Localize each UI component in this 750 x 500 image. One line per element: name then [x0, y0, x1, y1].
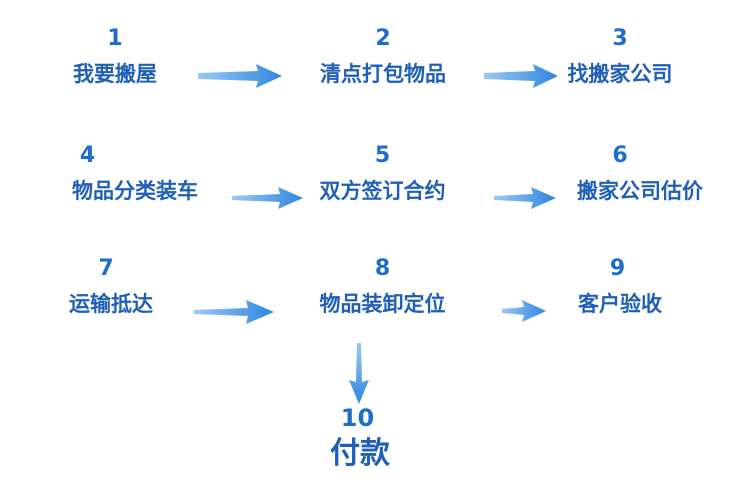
step-number: 1 — [107, 26, 123, 51]
step-label: 我要搬屋 — [73, 62, 157, 86]
step-6: 6 搬家公司估价 — [560, 143, 720, 205]
step-label: 找搬家公司 — [567, 62, 673, 86]
step-4: 4 物品分类装车 — [55, 143, 215, 205]
step-number: 5 — [374, 143, 391, 168]
arrow-8-10 — [349, 343, 369, 404]
step-label: 清点打包物品 — [320, 62, 446, 86]
step-label: 客户验收 — [578, 292, 662, 316]
step-5: 5 双方签订合约 — [300, 143, 465, 205]
arrow-7-8 — [194, 300, 274, 324]
step-number: 4 — [79, 143, 96, 168]
step-label: 付款 — [330, 436, 390, 471]
step-10: 10 付款 — [300, 405, 420, 473]
step-2: 2 清点打包物品 — [298, 26, 468, 88]
step-label: 物品装卸定位 — [319, 292, 446, 316]
step-number: 9 — [609, 256, 626, 281]
step-number: 3 — [612, 26, 628, 51]
step-number: 10 — [340, 404, 375, 432]
arrow-4-5 — [232, 187, 303, 209]
step-label: 运输抵达 — [69, 292, 153, 316]
arrow-1-2 — [198, 64, 282, 88]
step-8: 8 物品装卸定位 — [300, 256, 465, 318]
step-number: 8 — [374, 256, 391, 281]
step-number: 7 — [98, 256, 114, 281]
step-label: 搬家公司估价 — [577, 179, 703, 203]
step-label: 双方签订合约 — [319, 179, 446, 203]
step-label: 物品分类装车 — [72, 179, 198, 203]
step-3: 3 找搬家公司 — [560, 26, 680, 88]
step-7: 7 运输抵达 — [56, 256, 166, 318]
arrow-2-3 — [484, 64, 558, 88]
step-1: 1 我要搬屋 — [60, 26, 170, 88]
step-9: 9 客户验收 — [560, 256, 680, 318]
arrow-5-6 — [494, 187, 556, 209]
step-number: 6 — [612, 143, 628, 168]
arrow-8-9 — [502, 300, 546, 322]
step-number: 2 — [375, 26, 391, 51]
